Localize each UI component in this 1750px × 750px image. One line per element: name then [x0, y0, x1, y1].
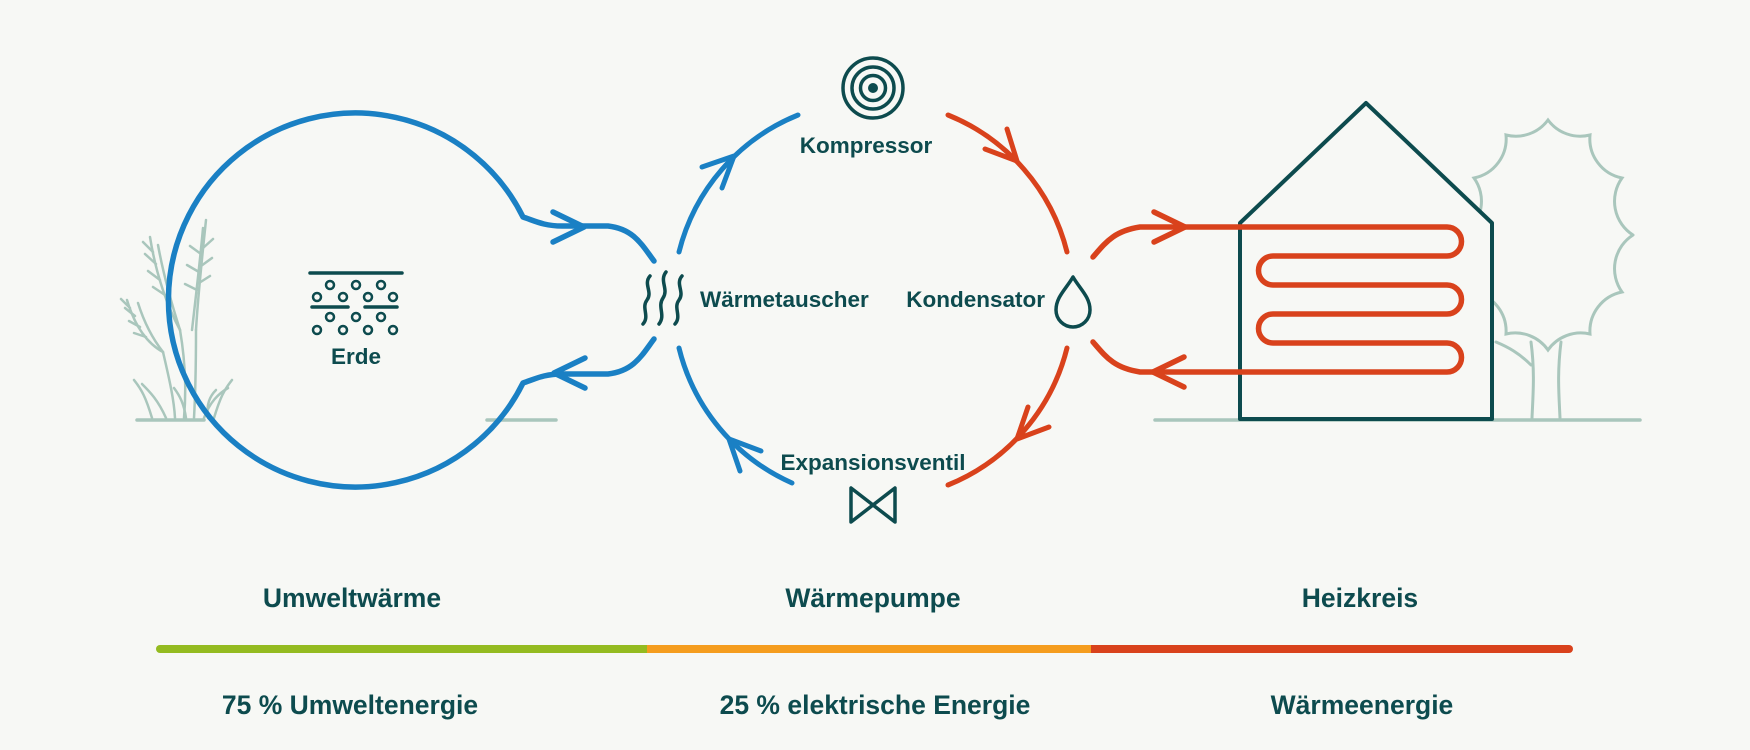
- heat-exchanger-icon: [641, 270, 684, 326]
- tree-trunk: [1494, 340, 1563, 420]
- flow-arrow-hot-to-valve: [1014, 404, 1052, 442]
- compressor-icon: [841, 56, 905, 120]
- flow-arrow-house-in: [1151, 209, 1188, 245]
- energy-bar: [156, 645, 1573, 653]
- energy-bar-segment-orange: [647, 645, 1091, 653]
- expansion-valve-icon: [849, 486, 897, 524]
- section-label-waermepumpe: Wärmepumpe: [785, 583, 960, 613]
- cycle-arcs: [676, 112, 1070, 488]
- cycle-arc-cold-valve-to-evaporator: [676, 345, 795, 486]
- heating-coil-pipe: [1090, 224, 1465, 375]
- energy-label-elektrische-energie: 25 % elektrische Energie: [720, 690, 1031, 720]
- kompressor-label: Kompressor: [800, 133, 933, 158]
- flow-arrow-cold-left: [726, 436, 764, 474]
- energy-bar-segment-green: [156, 645, 651, 653]
- expansionsventil-label: Expansionsventil: [780, 450, 965, 475]
- energy-bar-segment-red: [1087, 645, 1573, 653]
- earth-loop: [165, 110, 657, 490]
- energy-label-waermeenergie: Wärmeenergie: [1271, 690, 1454, 720]
- energy-label-umweltenergie: 75 % Umweltenergie: [222, 690, 478, 720]
- flow-arrow-earth-return: [551, 355, 588, 391]
- house-icon: [1238, 101, 1494, 421]
- kondensator-label: Kondensator: [906, 287, 1045, 312]
- flow-arrow-hot-down: [982, 126, 1020, 164]
- section-label-umweltwaerme: Umweltwärme: [263, 583, 441, 613]
- condenser-droplet-icon: [1054, 275, 1092, 329]
- section-label-heizkreis: Heizkreis: [1302, 583, 1418, 613]
- cycle-arc-cold-evaporator-to-compressor: [676, 112, 801, 255]
- flow-arrow-house-return: [1150, 354, 1187, 390]
- cycle-arc-hot-condenser-to-valve: [945, 345, 1070, 488]
- earth-soil-icon: [308, 271, 404, 336]
- earth-loop-pipe: [165, 110, 657, 490]
- erde-label: Erde: [331, 344, 381, 369]
- heating-coil-icon: [1090, 209, 1465, 390]
- waermetauscher-label: Wärmetauscher: [700, 287, 869, 312]
- flow-arrow-cold-up: [699, 153, 737, 191]
- flow-arrow-earth-out: [550, 209, 587, 245]
- cycle-arc-hot-compressor-to-condenser: [945, 112, 1070, 255]
